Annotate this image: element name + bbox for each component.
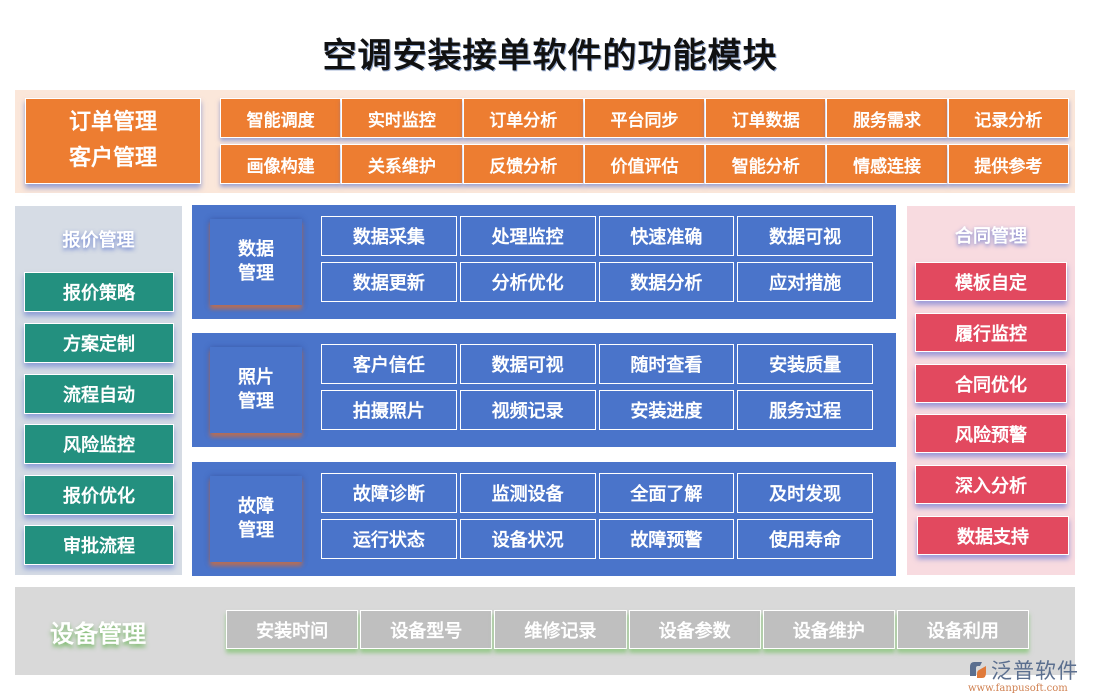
top-feature-cell: 价值评估 bbox=[583, 144, 706, 184]
left-panel-item: 报价策略 bbox=[24, 272, 174, 312]
top-feature-cell: 记录分析 bbox=[947, 98, 1069, 138]
logo-url: www.fanpusoft.com bbox=[968, 683, 1068, 694]
top-feature-cell: 订单数据 bbox=[705, 98, 827, 138]
block-feature-cell: 使用寿命 bbox=[737, 519, 873, 559]
block-label: 照片 管理 bbox=[210, 347, 302, 433]
top-feature-cell: 订单分析 bbox=[462, 98, 584, 138]
block-feature-cell: 及时发现 bbox=[737, 473, 873, 513]
customer-management-label: 客户管理 bbox=[68, 146, 157, 171]
page-title: 空调安装接单软件的功能模块 bbox=[322, 36, 778, 76]
top-feature-cell: 画像构建 bbox=[220, 144, 342, 184]
left-panel-item: 方案定制 bbox=[24, 323, 174, 363]
block-feature-cell: 数据可视 bbox=[737, 216, 873, 256]
block-label-line: 管理 bbox=[238, 263, 274, 284]
top-feature-cell: 关系维护 bbox=[341, 144, 463, 184]
right-panel-item: 风险预警 bbox=[915, 414, 1067, 453]
order-customer-management-box: 订单管理 客户管理 bbox=[25, 98, 201, 184]
contract-management-title: 合同管理 bbox=[955, 226, 1027, 247]
block-label: 数据 管理 bbox=[210, 219, 302, 305]
block-label-line: 照片 bbox=[238, 367, 274, 388]
equipment-feature-cell: 安装时间 bbox=[226, 610, 359, 649]
contract-management-panel: 合同管理 模板自定 履行监控 合同优化 风险预警 深入分析 数据支持 bbox=[907, 206, 1075, 575]
equipment-management-label: 设备管理 bbox=[50, 620, 146, 648]
block-feature-cell: 故障诊断 bbox=[321, 473, 457, 513]
block-label-line: 数据 bbox=[238, 239, 274, 260]
block-feature-cell: 安装进度 bbox=[598, 390, 735, 430]
top-feature-grid: 智能调度 实时监控 订单分析 平台同步 订单数据 服务需求 记录分析 画像构建 … bbox=[220, 98, 1069, 184]
equipment-feature-cell: 设备利用 bbox=[896, 610, 1029, 649]
top-feature-cell: 智能分析 bbox=[705, 144, 827, 184]
block-label: 故障 管理 bbox=[210, 476, 302, 562]
block-feature-cell: 服务过程 bbox=[737, 390, 873, 430]
block-feature-grid: 故障诊断 监测设备 全面了解 及时发现 运行状态 设备状况 故障预警 使用寿命 bbox=[321, 473, 873, 559]
right-panel-item: 合同优化 bbox=[915, 364, 1067, 403]
right-panel-item: 数据支持 bbox=[917, 516, 1069, 555]
equipment-feature-cell: 设备参数 bbox=[628, 610, 761, 649]
top-feature-cell: 反馈分析 bbox=[462, 144, 584, 184]
data-management-block: 数据 管理 数据采集 处理监控 快速准确 数据可视 数据更新 分析优化 数据分析… bbox=[192, 205, 896, 319]
top-feature-cell: 实时监控 bbox=[341, 98, 463, 138]
left-panel-item: 风险监控 bbox=[24, 424, 174, 464]
block-feature-cell: 数据可视 bbox=[459, 344, 596, 384]
equipment-feature-cell: 设备型号 bbox=[360, 610, 493, 649]
block-feature-cell: 视频记录 bbox=[459, 390, 596, 430]
block-feature-cell: 数据采集 bbox=[321, 216, 457, 256]
photo-management-block: 照片 管理 客户信任 数据可视 随时查看 安装质量 拍摄照片 视频记录 安装进度… bbox=[192, 333, 896, 447]
block-feature-grid: 数据采集 处理监控 快速准确 数据可视 数据更新 分析优化 数据分析 应对措施 bbox=[321, 216, 873, 302]
fanpu-logo: 泛普软件 www.fanpusoft.com bbox=[968, 655, 1093, 697]
block-label-line: 故障 bbox=[238, 496, 274, 517]
block-feature-cell: 快速准确 bbox=[598, 216, 735, 256]
quote-management-title: 报价管理 bbox=[62, 230, 135, 251]
block-feature-cell: 客户信任 bbox=[321, 344, 457, 384]
top-feature-cell: 服务需求 bbox=[826, 98, 948, 138]
left-panel-item: 流程自动 bbox=[24, 374, 174, 414]
equipment-feature-cell: 设备维护 bbox=[762, 610, 895, 649]
equipment-feature-cell: 维修记录 bbox=[494, 610, 627, 649]
order-management-label: 订单管理 bbox=[68, 110, 157, 135]
block-feature-cell: 数据更新 bbox=[321, 262, 457, 302]
block-feature-cell: 分析优化 bbox=[459, 262, 596, 302]
block-feature-cell: 全面了解 bbox=[598, 473, 735, 513]
logo-name: 泛普软件 bbox=[991, 659, 1079, 683]
equipment-feature-grid: 安装时间 设备型号 维修记录 设备参数 设备维护 设备利用 bbox=[226, 610, 1029, 649]
block-feature-cell: 处理监控 bbox=[459, 216, 596, 256]
right-panel-item: 模板自定 bbox=[915, 262, 1067, 301]
block-label-line: 管理 bbox=[238, 391, 274, 412]
block-feature-cell: 故障预警 bbox=[598, 519, 735, 559]
right-panel-item: 深入分析 bbox=[915, 465, 1067, 504]
block-feature-cell: 监测设备 bbox=[459, 473, 596, 513]
block-feature-cell: 随时查看 bbox=[598, 344, 735, 384]
quote-management-panel: 报价管理 报价策略 方案定制 流程自动 风险监控 报价优化 审批流程 bbox=[15, 206, 182, 575]
top-feature-cell: 平台同步 bbox=[583, 98, 706, 138]
block-feature-cell: 运行状态 bbox=[321, 519, 457, 559]
fault-management-block: 故障 管理 故障诊断 监测设备 全面了解 及时发现 运行状态 设备状况 故障预警… bbox=[192, 462, 896, 576]
block-feature-cell: 设备状况 bbox=[459, 519, 596, 559]
block-feature-cell: 拍摄照片 bbox=[321, 390, 457, 430]
left-panel-item: 审批流程 bbox=[24, 525, 174, 565]
block-feature-cell: 应对措施 bbox=[737, 262, 873, 302]
top-feature-cell: 智能调度 bbox=[220, 98, 342, 138]
top-feature-cell: 情感连接 bbox=[826, 144, 948, 184]
block-feature-grid: 客户信任 数据可视 随时查看 安装质量 拍摄照片 视频记录 安装进度 服务过程 bbox=[321, 344, 873, 430]
fanpu-logo-icon bbox=[970, 662, 986, 678]
block-feature-cell: 安装质量 bbox=[737, 344, 873, 384]
block-feature-cell: 数据分析 bbox=[598, 262, 735, 302]
top-feature-cell: 提供参考 bbox=[947, 144, 1069, 184]
right-panel-item: 履行监控 bbox=[915, 313, 1067, 352]
left-panel-item: 报价优化 bbox=[24, 475, 174, 515]
block-label-line: 管理 bbox=[238, 520, 274, 541]
